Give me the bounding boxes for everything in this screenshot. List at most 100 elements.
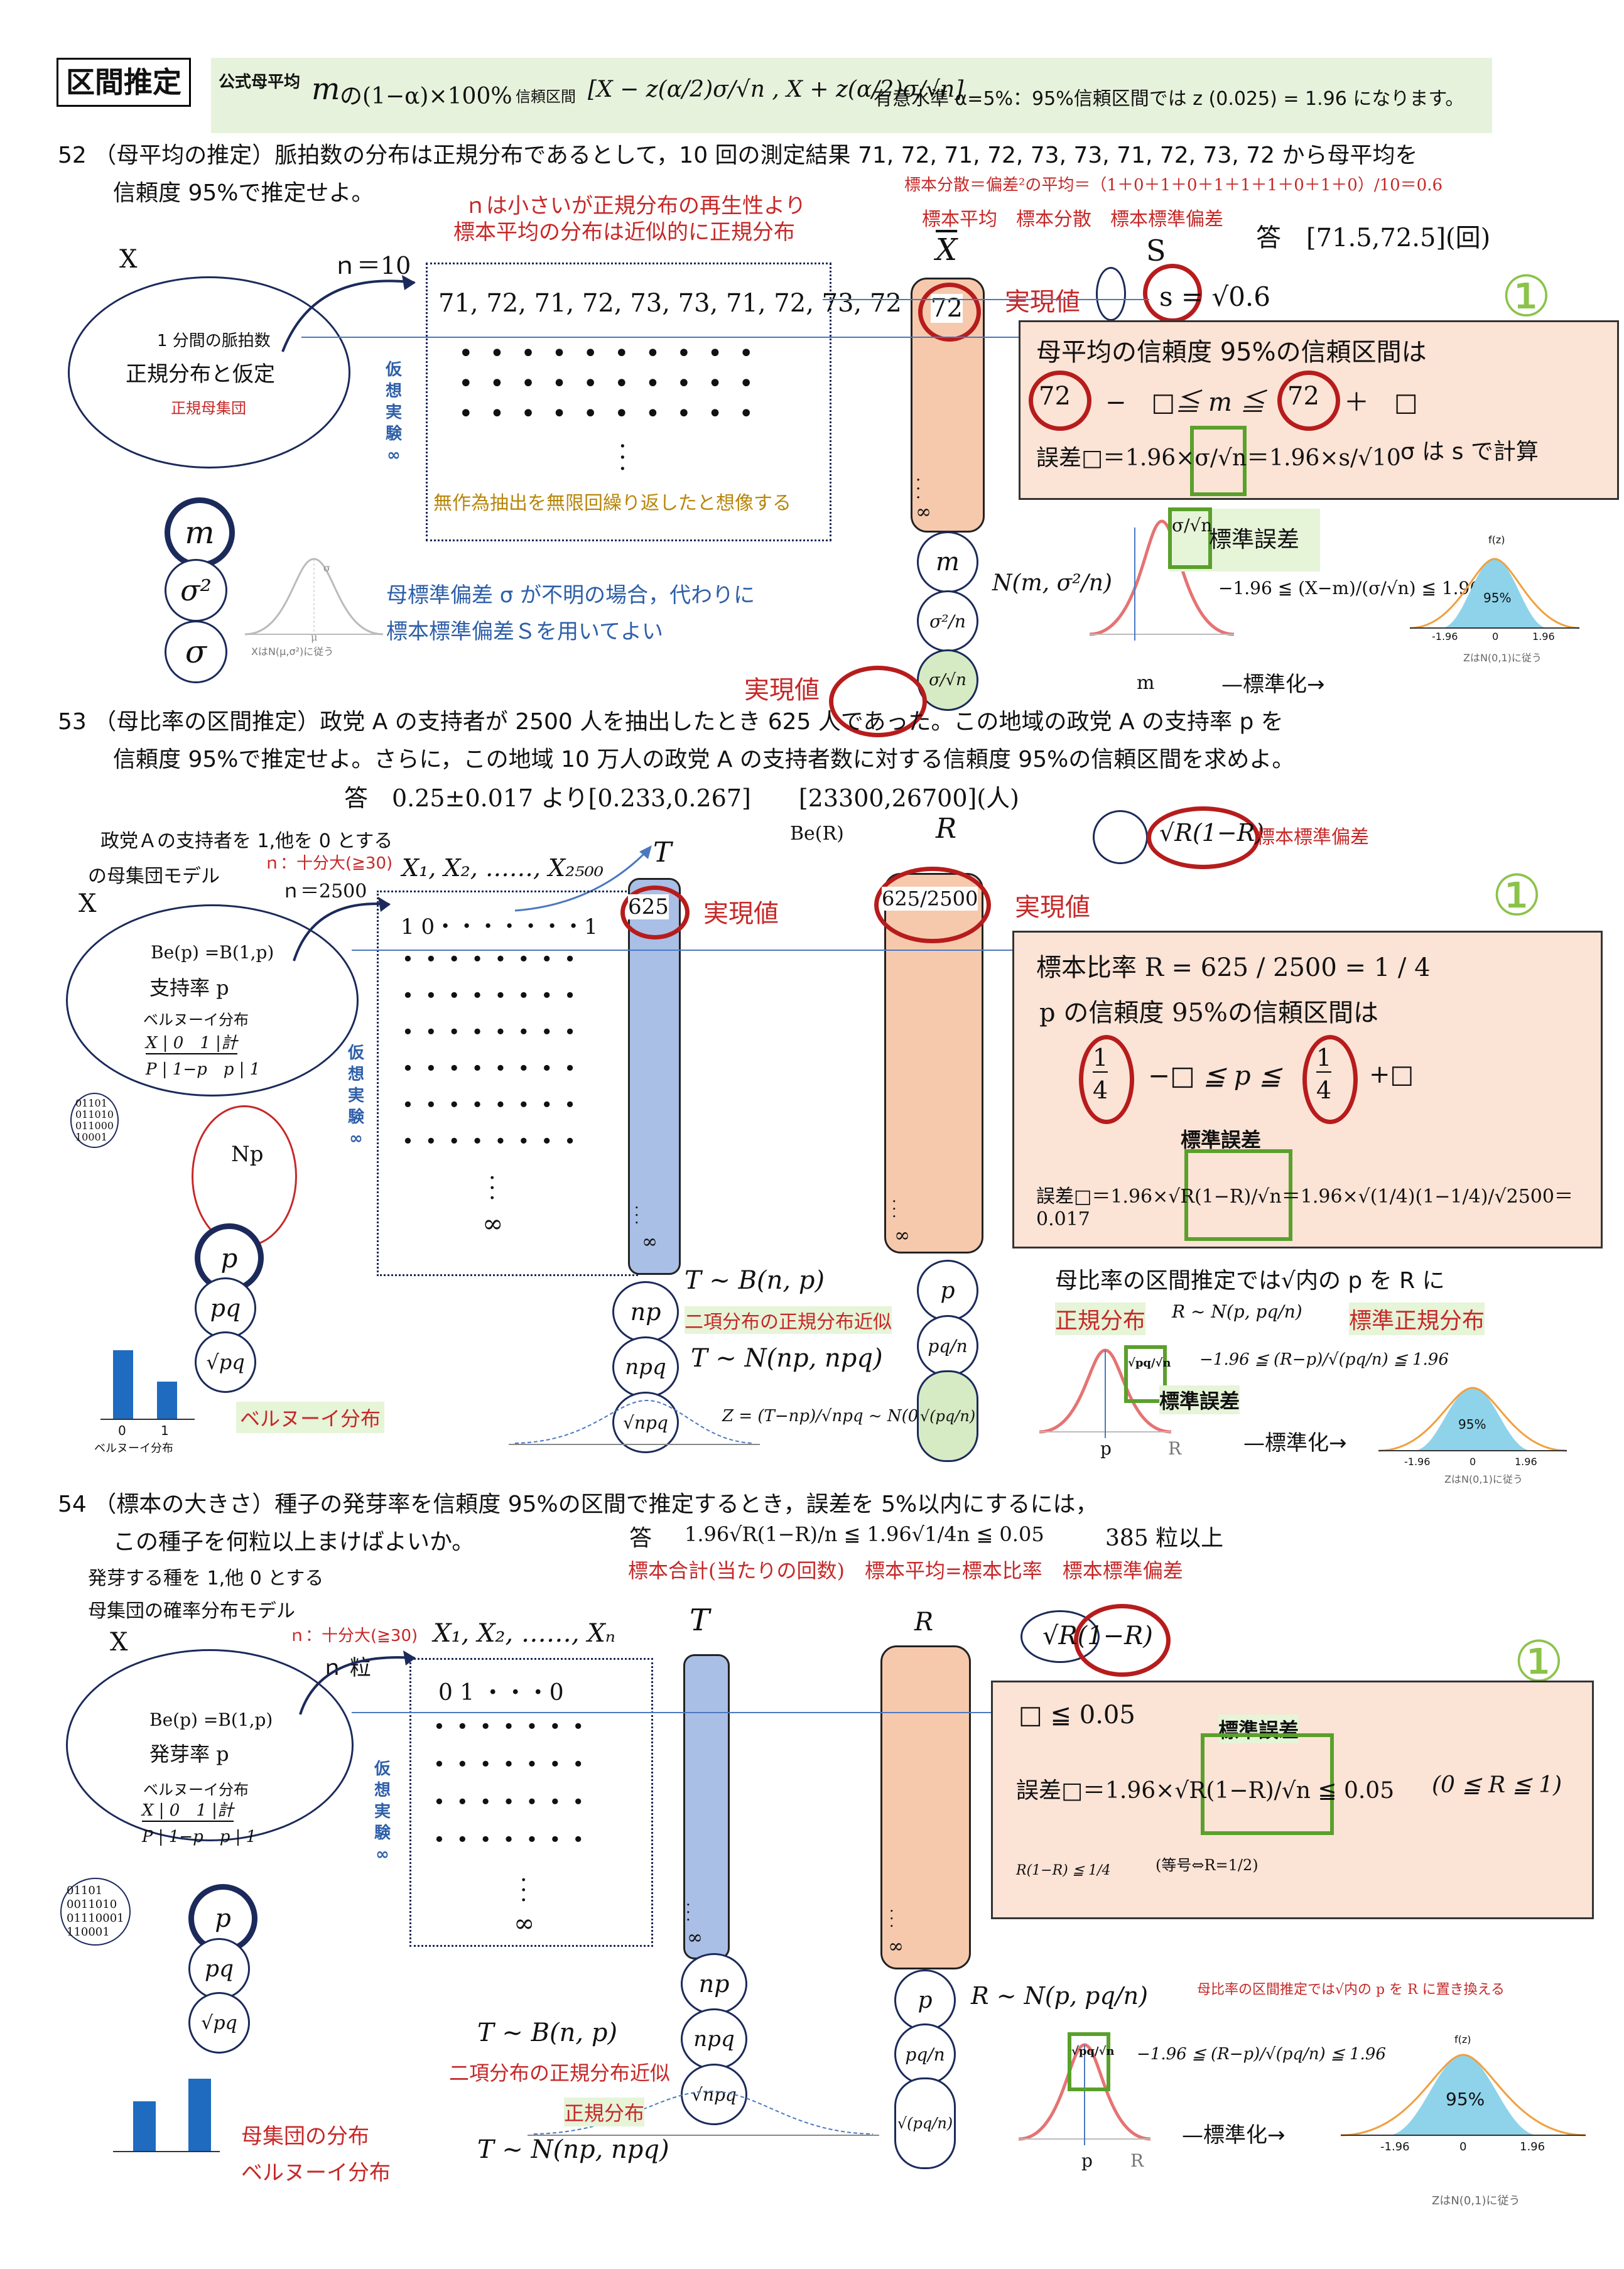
q52-answer: 答 [71.5,72.5](回)	[1256, 224, 1491, 252]
q53-normal: T ~ N(np, npq)	[691, 1344, 883, 1373]
q54-R-column	[880, 1645, 971, 1969]
q53-R-inf: ∞	[894, 1225, 910, 1247]
q54-panel-equal-cond: (等号⇔R=1/2)	[1156, 1856, 1259, 1874]
q52-variance-note: 標本分散＝偏差²の平均＝（1＋0＋1＋0＋1＋1＋1＋0＋1＋0）/10＝0.6	[904, 176, 1443, 195]
q53-T-ring	[620, 885, 690, 940]
q54-n-cond: ｎ：十分大(≧30)	[289, 1627, 418, 1645]
q54-stderr-frac: √pq/√n	[1071, 2045, 1115, 2058]
q52-s-blue-ring	[1096, 267, 1126, 321]
q53-population-ellipse	[66, 904, 359, 1097]
q52-sample-arrow	[281, 275, 416, 352]
q53-n-eq: ｎ＝2500	[281, 880, 367, 902]
q52-X-label: X	[119, 245, 138, 274]
formula-banner: 公式母平均 m の(1−α)×100% 信頼区間 [X − z(α/2)σ/√n…	[211, 58, 1492, 133]
q53-panel-err-formula: 誤差□＝1.96×√R(1−R)/√n＝1.96×√(1/4)(1−1/4)/√…	[1036, 1186, 1573, 1230]
q54-panel-stderr-label: 標準誤差	[1218, 1714, 1299, 1743]
q53-panel-l1: 標本比率 R = 625 / 2500 = 1 / 4	[1036, 953, 1431, 982]
q53-ellipse-l2: 支持率 p	[149, 976, 229, 1000]
q53-z-95: 95%	[1458, 1417, 1486, 1432]
q54-col-p: p	[894, 1969, 956, 2031]
q54-p-label: p	[1081, 2150, 1093, 2171]
q54-pop-bars	[113, 2079, 220, 2152]
q52-m-label: m	[1137, 672, 1155, 694]
q53-sample-bell	[1039, 1348, 1172, 1438]
q52-statement-line1: 52 （母平均の推定）脈拍数の分布は正規分布であるとして，10 回の測定結果 7…	[58, 143, 1418, 168]
q53-stderr-frac: √pq/√n	[1128, 1357, 1171, 1370]
q54-col-npq: npq	[681, 2008, 747, 2070]
q52-z-tick-zero: 0	[1492, 631, 1499, 642]
q54-panel-ineq: R(1−R) ≦ 1/4	[1016, 1863, 1111, 1878]
q54-ellipse-l2: 発芽率 p	[149, 1742, 229, 1766]
q53-panel-end: +□	[1369, 1060, 1414, 1089]
q54-T-vdots: ...	[686, 1892, 691, 1924]
q52-col-labels: 標本平均 標本分散 標本標準偏差	[922, 208, 1223, 230]
q53-binom-plot	[509, 1399, 760, 1445]
q52-dots-row1: ••••••••••	[458, 339, 770, 368]
q53-n-cond: ｎ：十分大(≧30)	[264, 854, 393, 873]
q54-fz: f(z)	[1454, 2033, 1471, 2045]
q54-R-label: R	[914, 1608, 934, 1637]
q53-sd-label: 標本標準偏差	[1256, 826, 1369, 848]
q54-answer-formula: 1.96√R(1−R)/n ≦ 1.96√1/4n ≦ 0.05	[685, 1522, 1044, 1546]
q53-625-ring	[829, 666, 927, 737]
q52-sigma-note2: 標本標準偏差Ｓを用いてよい	[386, 619, 663, 644]
q54-sample-bell	[1018, 2043, 1151, 2145]
q52-z-tick-neg: -1.96	[1432, 631, 1458, 642]
q54-vdots: ...	[520, 1861, 528, 1907]
q54-std-arrow: —標準化→	[1182, 2123, 1286, 2148]
q52-standardize: −1.96 ≦ (X−m)/(σ/√n) ≦ 1.96	[1218, 578, 1481, 598]
q54-normal: T ~ N(np, npq)	[477, 2135, 669, 2164]
q53-BeR: Be(R)	[790, 823, 844, 845]
q52-col-inf: ∞	[916, 501, 931, 523]
q54-ellipse-l3: ベルヌーイ分布	[143, 1781, 249, 1799]
q52-panel-l3: 誤差□＝1.96×σ/√n＝1.96×s/√10	[1036, 445, 1401, 471]
q52-small-caption: XはN(μ,σ²)に従う	[251, 646, 334, 658]
q53-dots-row1: ••••••••	[402, 947, 587, 971]
q53-T-column	[628, 878, 681, 1275]
q53-col-p: p	[917, 1260, 978, 1321]
q53-bar-caption: ベルヌーイ分布	[94, 1442, 173, 1455]
q52-col-circle-s2n: σ²/n	[917, 590, 978, 652]
q54-panel-stderr-box	[1201, 1733, 1334, 1835]
q53-samples: X₁, X₂, ……, X₂₅₀₀	[402, 854, 604, 882]
q53-ellipse-l1: Be(p) =B(1,p)	[151, 942, 274, 963]
q52-realized-label: 実現値	[1005, 288, 1080, 317]
q52-sample-bell	[1089, 519, 1235, 641]
q53-dots-row3: ••••••••	[402, 1020, 587, 1044]
q54-X-label: X	[110, 1628, 128, 1657]
q52-xbar-label: X	[936, 232, 958, 268]
q53-sd-blue-ring	[1093, 810, 1148, 864]
q52-z-caption: ZはN(0,1)に従う	[1463, 652, 1542, 664]
q53-binom: T ~ B(n, p)	[685, 1266, 825, 1295]
q54-col-pqn: pq/n	[894, 2023, 956, 2085]
q54-R-dist: R ~ N(p, pq/n)	[971, 1982, 1148, 2010]
q52-circle-m: m	[165, 497, 235, 568]
q54-panel-range: (0 ≦ R ≦ 1)	[1432, 1772, 1562, 1798]
q53-inf: ∞	[482, 1210, 504, 1238]
q53-panel-stderr-box	[1184, 1149, 1292, 1241]
q53-model1: 政党Ａの支持者を 1,他を 0 とする	[100, 830, 393, 852]
q54-panel-l1: □ ≦ 0.05	[1019, 1701, 1135, 1730]
q54-circle-pq: pq	[188, 1938, 250, 2000]
q54-statement-line2: この種子を何粒以上まけばよいか。	[113, 1529, 475, 1555]
formula-body: の(1−α)×100%	[340, 84, 512, 109]
q52-note-red1: ｎは小さいが正規分布の再生性より	[465, 193, 806, 219]
q54-circle-sqpq: √pq	[188, 1992, 250, 2054]
q53-z-bell	[1378, 1387, 1567, 1452]
q53-T-vdots: ...	[634, 1194, 639, 1227]
q52-ellipse-l2: 正規分布と仮定	[126, 362, 275, 387]
formula-note: 有意水準 α=5%：95%信頼区間では z (0.025) = 1.96 になり…	[874, 88, 1464, 110]
q54-sd-formula: √R(1−R)	[1042, 1622, 1153, 1650]
q54-z-tick-pos: 1.96	[1520, 2140, 1546, 2153]
q54-T-column	[683, 1654, 730, 1959]
q52-note-red2: 標本平均の分布は近似的に正規分布	[453, 220, 795, 245]
q54-table-row: P | 1−p p | 1	[142, 1828, 257, 1846]
q52-col-vdots: ...	[916, 466, 921, 502]
q53-R-small-label: R	[1168, 1438, 1182, 1459]
q53-col-sqnpq: √npq	[612, 1392, 679, 1453]
q54-pop-dist: 母集団の分布	[241, 2124, 369, 2149]
q54-R-small-label: R	[1130, 2150, 1144, 2171]
q53-realized2-label: 実現値	[1015, 893, 1090, 922]
q52-sig-label: σ	[323, 562, 330, 574]
q54-samples: X₁, X₂, ……, Xₙ	[433, 1619, 615, 1648]
